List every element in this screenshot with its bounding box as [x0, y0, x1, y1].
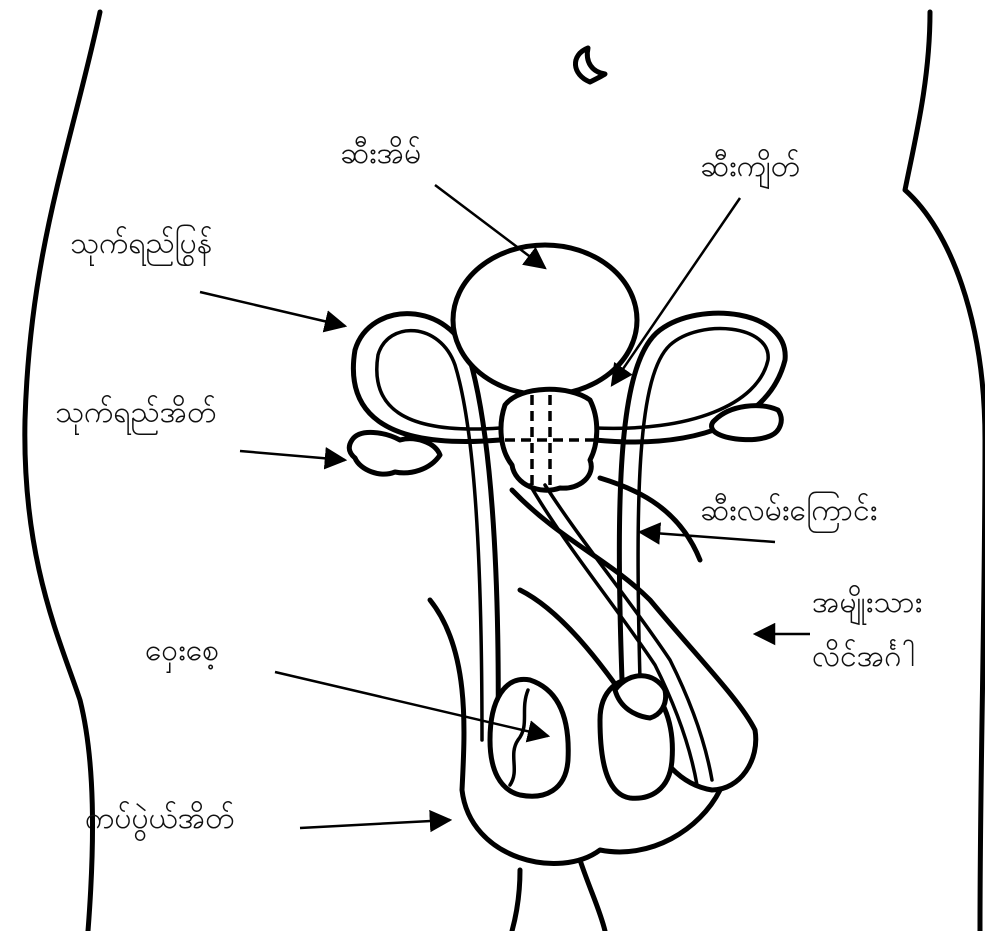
label-penis-line1: အမျိုးသား [812, 584, 922, 622]
seminal-vesicle-right [712, 406, 782, 440]
body-outline-left [25, 12, 100, 931]
body-outline-right [905, 12, 985, 931]
arrow-urethra [640, 532, 775, 542]
label-penis-line2: လိင်အင်္ဂါ [812, 638, 915, 676]
label-urethra-top: ဆီးကျိတ် [700, 148, 800, 186]
label-testis: ဝှေးစေ့ [145, 632, 219, 670]
label-scrotum: ကပ်ပွဲယ်အိတ် [85, 800, 234, 838]
testis-left [490, 679, 568, 796]
label-bladder: ဆီးအိမ် [340, 135, 421, 173]
scrotum-shape [430, 600, 720, 864]
label-urethra: ဆီးလမ်းကြောင်း [700, 492, 877, 530]
label-vas-deferens: သုက်ရည်ပြွန် [70, 225, 212, 263]
arrow-seminal-vesicle [240, 451, 345, 460]
navel [575, 48, 605, 82]
arrow-bladder [435, 185, 545, 268]
penis-upper [600, 478, 700, 560]
vas-left-inner [377, 331, 500, 740]
scrotum-lower [512, 870, 520, 931]
thigh-right [580, 860, 605, 931]
arrow-scrotum [300, 820, 450, 828]
label-seminal-vesicle: သုက်ရည်အိတ် [55, 394, 216, 432]
arrow-vas-deferens [200, 292, 345, 326]
